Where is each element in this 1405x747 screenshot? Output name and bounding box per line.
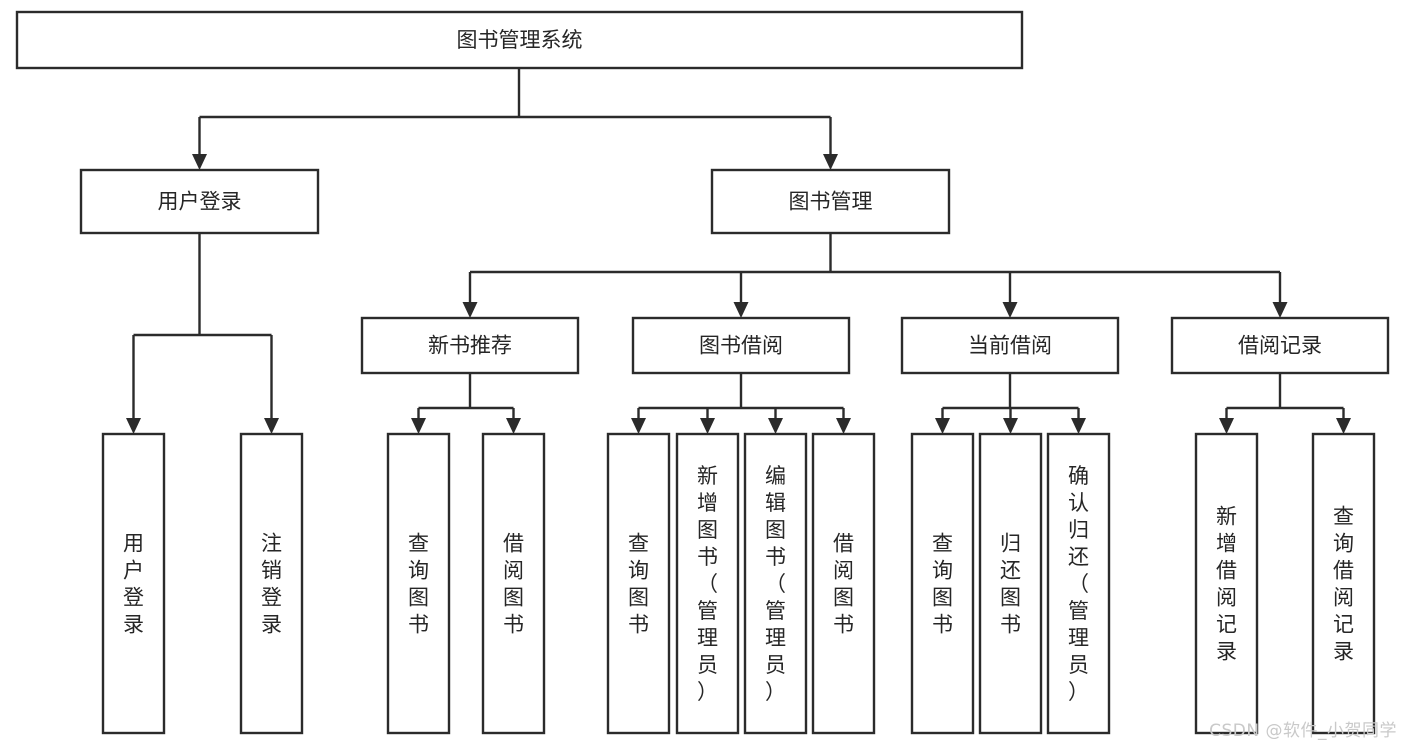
node-level2-1-box[interactable]: [631, 316, 851, 375]
node-leaf-9-label: 归还图书: [1000, 532, 1021, 637]
node-level1-0[interactable]: 用户登录: [79, 168, 320, 235]
node-leaf-5-box[interactable]: [675, 432, 740, 735]
node-leaf-11[interactable]: 新增借阅记录: [1194, 432, 1259, 735]
node-leaf-11-label: 新增借阅记录: [1216, 505, 1237, 664]
node-leaf-8-box[interactable]: [910, 432, 975, 735]
level2-2-to-leaf-2-arrowhead: [1071, 418, 1086, 434]
node-leaf-2[interactable]: 查询图书: [386, 432, 451, 735]
node-leaf-6-box[interactable]: [743, 432, 808, 735]
csdn-watermark: CSDN @软件_小贺同学: [1209, 721, 1397, 741]
level2-0-to-leaf-1-arrowhead: [506, 418, 521, 434]
level2-1-to-leaf-0-arrowhead: [631, 418, 646, 434]
userlogin-to-leaf-1-arrowhead: [264, 418, 279, 434]
node-leaf-0-label: 用户登录: [123, 532, 144, 637]
node-level2-1[interactable]: 图书借阅: [631, 316, 851, 375]
node-root-book-management-system-label: 图书管理系统: [457, 28, 583, 52]
node-leaf-11-box[interactable]: [1194, 432, 1259, 735]
node-leaf-7-label: 借阅图书: [833, 532, 854, 637]
node-leaf-1-box[interactable]: [239, 432, 304, 735]
manage-to-level2-2-arrowhead: [1002, 302, 1018, 318]
node-level2-3-label: 借阅记录: [1238, 334, 1322, 358]
node-leaf-2-label: 查询图书: [408, 532, 429, 637]
node-level2-3-box[interactable]: [1170, 316, 1390, 375]
node-leaf-6[interactable]: 编辑图书（管理员）: [743, 432, 808, 735]
node-level2-2-label: 当前借阅: [968, 334, 1052, 358]
level2-0-to-leaf-0-arrowhead: [411, 418, 426, 434]
node-leaf-2-box[interactable]: [386, 432, 451, 735]
level2-1-to-leaf-1-arrowhead: [700, 418, 715, 434]
node-level2-0-box[interactable]: [360, 316, 580, 375]
node-leaf-6-label: 编辑图书（管理员）: [765, 464, 786, 704]
node-root-book-management-system[interactable]: 图书管理系统: [15, 10, 1024, 70]
node-leaf-7[interactable]: 借阅图书: [811, 432, 876, 735]
node-level1-0-label: 用户登录: [158, 190, 242, 214]
node-leaf-3[interactable]: 借阅图书: [481, 432, 546, 735]
node-leaf-4-label: 查询图书: [628, 532, 649, 637]
node-leaf-1-label: 注销登录: [261, 532, 282, 637]
manage-to-level2-1-arrowhead: [733, 302, 749, 318]
node-leaf-12-box[interactable]: [1311, 432, 1376, 735]
level2-3-to-leaf-0-arrowhead: [1219, 418, 1234, 434]
node-leaf-0-box[interactable]: [101, 432, 166, 735]
node-leaf-9-box[interactable]: [978, 432, 1043, 735]
level2-2-to-leaf-1-arrowhead: [1003, 418, 1018, 434]
node-leaf-5[interactable]: 新增图书（管理员）: [675, 432, 740, 735]
node-leaf-7-box[interactable]: [811, 432, 876, 735]
node-boxes: 图书管理系统用户登录图书管理新书推荐图书借阅当前借阅借阅记录用户登录注销登录查询…: [15, 10, 1390, 735]
level2-1-to-leaf-2-arrowhead: [768, 418, 783, 434]
node-leaf-3-box[interactable]: [481, 432, 546, 735]
level2-3-to-leaf-1-arrowhead: [1336, 418, 1351, 434]
node-leaf-12[interactable]: 查询借阅记录: [1311, 432, 1376, 735]
node-leaf-5-label: 新增图书（管理员）: [697, 464, 718, 704]
connector-edges: [126, 68, 1351, 434]
node-level1-1-box[interactable]: [710, 168, 951, 235]
node-root-book-management-system-box[interactable]: [15, 10, 1024, 70]
node-leaf-9[interactable]: 归还图书: [978, 432, 1043, 735]
node-leaf-12-label: 查询借阅记录: [1333, 505, 1354, 664]
manage-to-level2-0-arrowhead: [462, 302, 478, 318]
node-level2-2-box[interactable]: [900, 316, 1120, 375]
root-to-level1-1-arrowhead: [823, 154, 838, 170]
node-leaf-8[interactable]: 查询图书: [910, 432, 975, 735]
userlogin-to-leaf-0-arrowhead: [126, 418, 141, 434]
node-level2-1-label: 图书借阅: [699, 334, 783, 358]
node-leaf-8-label: 查询图书: [932, 532, 953, 637]
node-leaf-4[interactable]: 查询图书: [606, 432, 671, 735]
level2-1-to-leaf-3-arrowhead: [836, 418, 851, 434]
manage-to-level2-3-arrowhead: [1272, 302, 1288, 318]
node-level1-0-box[interactable]: [79, 168, 320, 235]
node-level2-0-label: 新书推荐: [428, 334, 512, 358]
node-level2-3[interactable]: 借阅记录: [1170, 316, 1390, 375]
node-leaf-10-box[interactable]: [1046, 432, 1111, 735]
root-to-level1-0-arrowhead: [192, 154, 207, 170]
node-level2-0[interactable]: 新书推荐: [360, 316, 580, 375]
node-leaf-4-box[interactable]: [606, 432, 671, 735]
node-leaf-0[interactable]: 用户登录: [101, 432, 166, 735]
node-leaf-3-label: 借阅图书: [503, 532, 524, 637]
level2-2-to-leaf-0-arrowhead: [935, 418, 950, 434]
node-level1-1[interactable]: 图书管理: [710, 168, 951, 235]
node-level2-2[interactable]: 当前借阅: [900, 316, 1120, 375]
node-level1-1-label: 图书管理: [789, 190, 873, 214]
node-leaf-1[interactable]: 注销登录: [239, 432, 304, 735]
node-leaf-10-label: 确认归还（管理员）: [1068, 464, 1089, 704]
node-leaf-10[interactable]: 确认归还（管理员）: [1046, 432, 1111, 735]
